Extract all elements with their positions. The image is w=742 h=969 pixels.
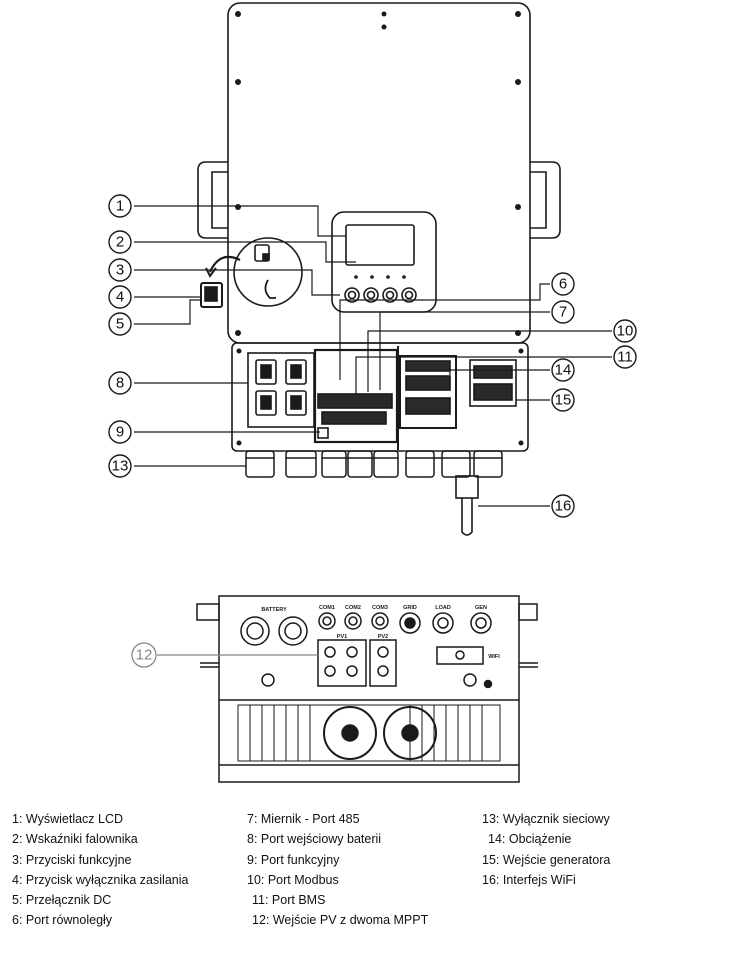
legend-column-2: 7: Miernik - Port 485 8: Port wejściowy … <box>247 809 428 931</box>
port-label-wifi: WIFI <box>488 654 500 660</box>
legend-item-9: 9: Port funkcyjny <box>247 852 340 867</box>
callout-12 <box>131 642 157 668</box>
lcd-screen <box>345 224 415 266</box>
port-label-com1: COM1 <box>319 605 335 611</box>
callout-label-9: 9 <box>116 424 124 441</box>
callout-5 <box>108 312 132 336</box>
callout-label-14: 14 <box>555 362 572 379</box>
callout-4 <box>108 285 132 309</box>
port-label-pv1: PV1 <box>337 634 347 640</box>
wifi-dongle <box>455 475 479 499</box>
legend-item-8: 8: Port wejściowy baterii <box>247 832 382 847</box>
inverter-bottom-view <box>157 595 538 783</box>
callout-label-7: 7 <box>559 304 567 321</box>
legend-item-12: 12: Wejście PV z dwoma MPPT <box>252 913 429 928</box>
legend-column-1: 1: Wyświetlacz LCD 2: Wskaźniki falownik… <box>12 809 188 931</box>
callout-7 <box>551 300 575 324</box>
detail-magnifier <box>233 237 303 307</box>
callout-label-4: 4 <box>116 289 124 306</box>
callout-11 <box>613 345 637 369</box>
callout-8 <box>108 371 132 395</box>
legend-item-11: 11: Port BMS <box>252 893 326 908</box>
callout-10 <box>613 319 637 343</box>
callout-label-5: 5 <box>116 316 124 333</box>
legend-item-2: 2: Wskaźniki falownika <box>12 832 138 847</box>
legend-item-4: 4: Przycisk wyłącznika zasilania <box>12 872 189 887</box>
callout-3 <box>108 258 132 282</box>
legend-item-3: 3: Przyciski funkcyjne <box>12 852 132 867</box>
port-label-grid: GRID <box>403 605 417 611</box>
fan-left <box>323 706 377 760</box>
port-label-battery: BATTERY <box>261 607 287 613</box>
callout-label-15: 15 <box>555 392 572 409</box>
legend-item-14: 14: Obciążenie <box>488 832 572 847</box>
callout-label-10: 10 <box>617 323 634 340</box>
legend-item-16: 16: Interfejs WiFi <box>482 872 576 887</box>
legend-column-3: 13: Wyłącznik sieciowy 14: Obciążenie 15… <box>482 809 610 890</box>
dc-switch <box>200 282 223 308</box>
port-label-pv2: PV2 <box>378 634 388 640</box>
callout-label-6: 6 <box>559 276 567 293</box>
callout-label-13: 13 <box>112 458 129 475</box>
callout-label-11: 11 <box>617 349 633 366</box>
legend-item-6: 6: Port równoległy <box>12 913 113 928</box>
callout-9 <box>108 420 132 444</box>
legend-item-1: 1: Wyświetlacz LCD <box>12 812 124 826</box>
port-label-gen: GEN <box>475 605 487 611</box>
function-buttons <box>344 287 417 303</box>
callout-13 <box>108 454 132 478</box>
callout-label-2: 2 <box>116 234 124 251</box>
port-label-load: LOAD <box>435 605 451 611</box>
inverter-front-view <box>134 2 612 536</box>
port-label-com3: COM3 <box>372 605 388 611</box>
callout-label-3: 3 <box>116 262 124 279</box>
callout-label-1: 1 <box>116 198 124 215</box>
callout-2 <box>108 230 132 254</box>
callout-label-12: 12 <box>136 647 153 664</box>
callout-1 <box>108 194 132 218</box>
callout-label-16: 16 <box>555 498 572 515</box>
legend-item-10: 10: Port Modbus <box>247 872 339 887</box>
callout-16 <box>551 494 575 518</box>
legend-item-13: 13: Wyłącznik sieciowy <box>482 812 610 826</box>
callout-14 <box>551 358 575 382</box>
fan-right <box>383 706 437 760</box>
callout-6 <box>551 272 575 296</box>
legend-item-15: 15: Wejście generatora <box>482 852 611 867</box>
callout-15 <box>551 388 575 412</box>
port-label-com2: COM2 <box>345 605 361 611</box>
callout-label-8: 8 <box>116 375 124 392</box>
callout-markers <box>108 194 637 518</box>
legend-item-5: 5: Przełącznik DC <box>12 893 112 908</box>
legend-item-7: 7: Miernik - Port 485 <box>247 812 360 826</box>
